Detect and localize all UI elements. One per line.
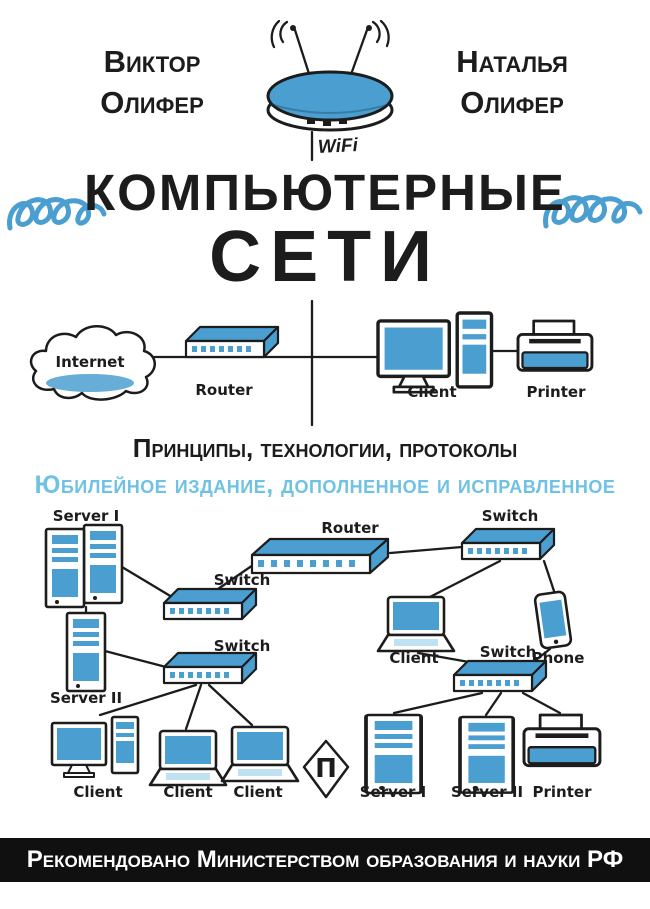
author-left: Виктор Олифер	[72, 42, 232, 124]
wifi-router-illustration	[266, 20, 394, 162]
server1-top-label: Server I	[53, 507, 120, 525]
switch-bottom-right-label: Switch	[480, 643, 537, 661]
switch-top-right-device	[460, 527, 556, 561]
server1-tower-b	[82, 523, 124, 605]
wifi-label: WiFi	[317, 134, 359, 159]
client-bottom-3-device	[220, 725, 300, 783]
title-line1: КОМПЬЮТЕРНЫЕ	[84, 164, 566, 221]
author-right-first: Наталья	[456, 44, 568, 79]
wifi-antenna-icon	[270, 20, 390, 82]
client-bottom-2-label: Client	[163, 783, 212, 801]
client-bottom-1-device	[50, 715, 140, 779]
switch-mid-label: Switch	[214, 637, 271, 655]
top-network-diagram: Internet Router Client Printer	[29, 299, 594, 427]
title-line2: СЕТИ	[209, 216, 441, 297]
footer-banner: Рекомендовано Министерством образования …	[0, 838, 650, 882]
phone-device	[533, 589, 573, 651]
core-router-label: Router	[321, 519, 379, 537]
subtitle: Принципы, технологии, протоколы	[132, 433, 518, 463]
server2-bottom-device	[458, 715, 516, 795]
client-label: Client	[407, 383, 456, 401]
author-left-last: Олифер	[100, 84, 204, 120]
internet-cloud: Internet	[29, 325, 156, 401]
edition-note: Юбилейное издание, дополненное и исправл…	[34, 471, 616, 499]
internet-label: Internet	[55, 353, 124, 371]
wifi-body	[266, 70, 394, 132]
printer-label: Printer	[527, 383, 587, 401]
server2-tower	[65, 611, 107, 693]
publisher-logo: П	[302, 739, 350, 799]
switch-mid-device	[162, 651, 258, 685]
core-router-device	[250, 537, 390, 575]
server2-label: Server II	[50, 689, 122, 707]
switch-bottom-right-device	[452, 659, 548, 693]
author-right: Наталья Олифер	[432, 42, 592, 124]
author-left-first: Виктор	[103, 44, 201, 79]
book-title: КОМПЬЮТЕРНЫЕ СЕТИ	[0, 166, 650, 295]
client-laptop-device	[376, 595, 456, 653]
server2-bottom-label: Server II	[451, 783, 523, 801]
switch-left-device	[162, 587, 258, 621]
publisher-mark: П	[315, 754, 337, 784]
author-right-last: Олифер	[460, 84, 564, 120]
client-laptop-label: Client	[389, 649, 438, 667]
client-desktop	[376, 311, 494, 394]
server1-tower-a	[44, 527, 86, 609]
switch-top-right-label: Switch	[482, 507, 539, 525]
network-connection-lines	[84, 545, 562, 731]
squiggle-left-decoration	[7, 197, 107, 231]
router-device	[184, 325, 280, 359]
printer-bottom-device	[522, 713, 602, 768]
server1-bottom-device	[364, 713, 423, 795]
client-bottom-1-label: Client	[73, 783, 122, 801]
squiggle-right-decoration	[543, 195, 643, 229]
client-bottom-3-label: Client	[233, 783, 282, 801]
main-network-diagram: Server I Router Switch Switch Switch Ser…	[44, 507, 602, 801]
printer-bottom-label: Printer	[533, 783, 593, 801]
printer-device	[516, 319, 594, 372]
switch-left-label: Switch	[214, 571, 271, 589]
router-label: Router	[195, 381, 253, 399]
client-bottom-2-device	[148, 729, 228, 787]
server1-bottom-label: Server I	[360, 783, 427, 801]
